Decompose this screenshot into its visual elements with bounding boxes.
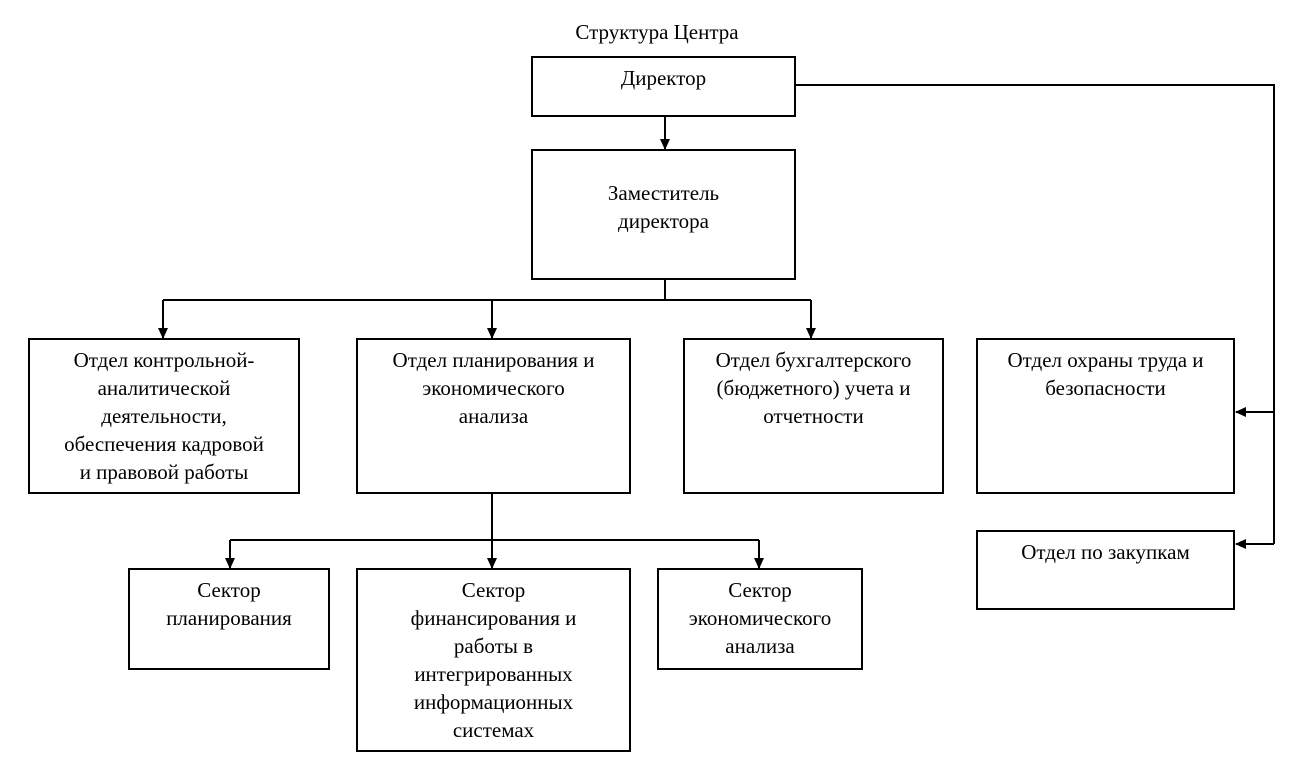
node-deputy: Заместитель директора	[531, 149, 796, 280]
node-dept-accounting: Отдел бухгалтерского (бюджетного) учета …	[683, 338, 944, 494]
node-dept-safety: Отдел охраны труда и безопасности	[976, 338, 1235, 494]
node-dept-planning: Отдел планирования и экономического анал…	[356, 338, 631, 494]
node-sector-finance: Сектор финансирования и работы в интегри…	[356, 568, 631, 752]
diagram-title: Структура Центра	[575, 20, 739, 44]
node-sector-planning: Сектор планирования	[128, 568, 330, 670]
node-dept-procurement: Отдел по закупкам	[976, 530, 1235, 610]
edge-director-right-bus	[796, 84, 1275, 544]
node-dept-control: Отдел контрольной- аналитической деятель…	[28, 338, 300, 494]
node-sector-economic: Сектор экономического анализа	[657, 568, 863, 670]
node-director: Директор	[531, 56, 796, 117]
